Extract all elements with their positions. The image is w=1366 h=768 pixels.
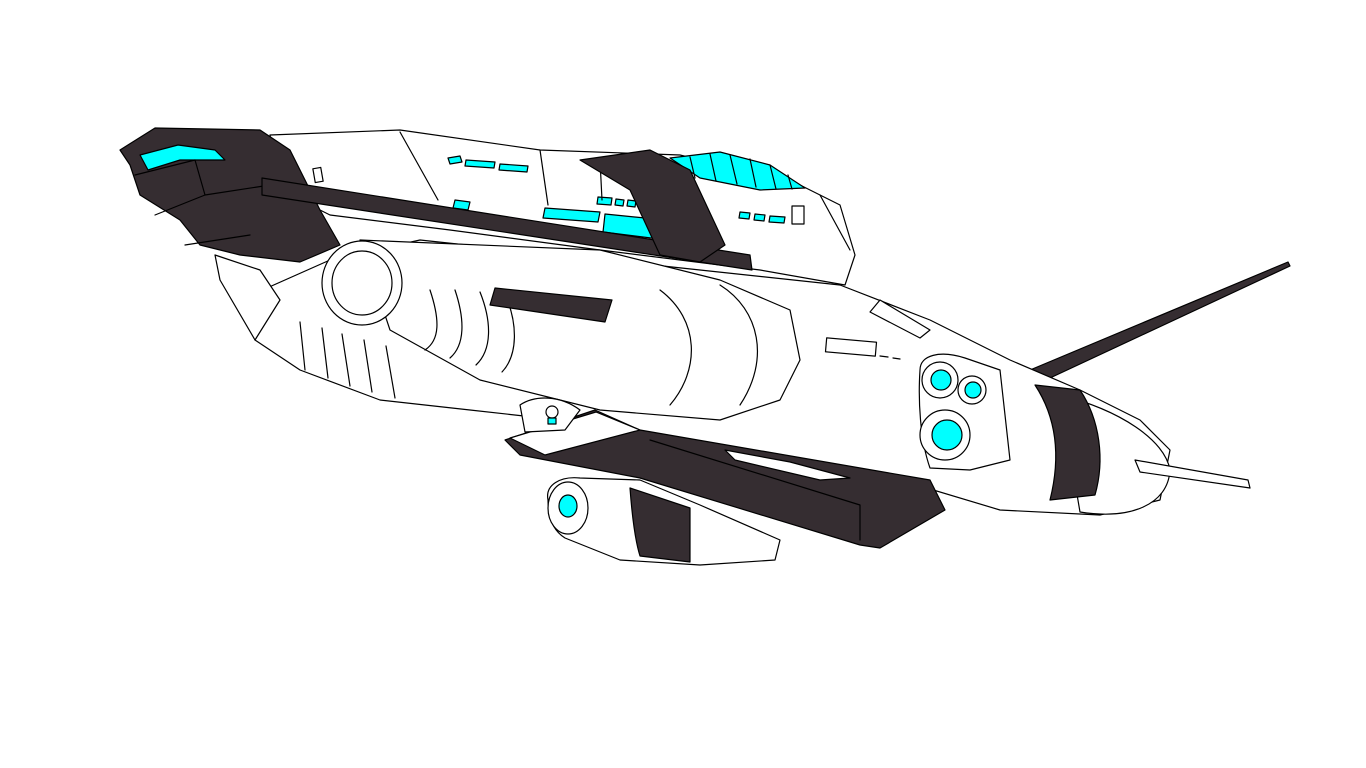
lower-thruster-glow [558, 494, 578, 518]
cockpit-canopy [669, 151, 806, 191]
side-plate [724, 299, 931, 481]
main-engine [321, 239, 901, 421]
lower-engine-pod [547, 477, 781, 566]
ventral-armor-bar [504, 397, 946, 549]
aft-light [139, 144, 226, 171]
thruster-glow-side [964, 381, 982, 399]
dorsal-spine [261, 149, 753, 271]
aft-armor-block [119, 127, 341, 263]
thruster-cluster [918, 353, 1011, 471]
thruster-glow-upper [930, 369, 952, 391]
thruster-glow-main [931, 419, 963, 451]
tail-fin [1029, 261, 1291, 379]
